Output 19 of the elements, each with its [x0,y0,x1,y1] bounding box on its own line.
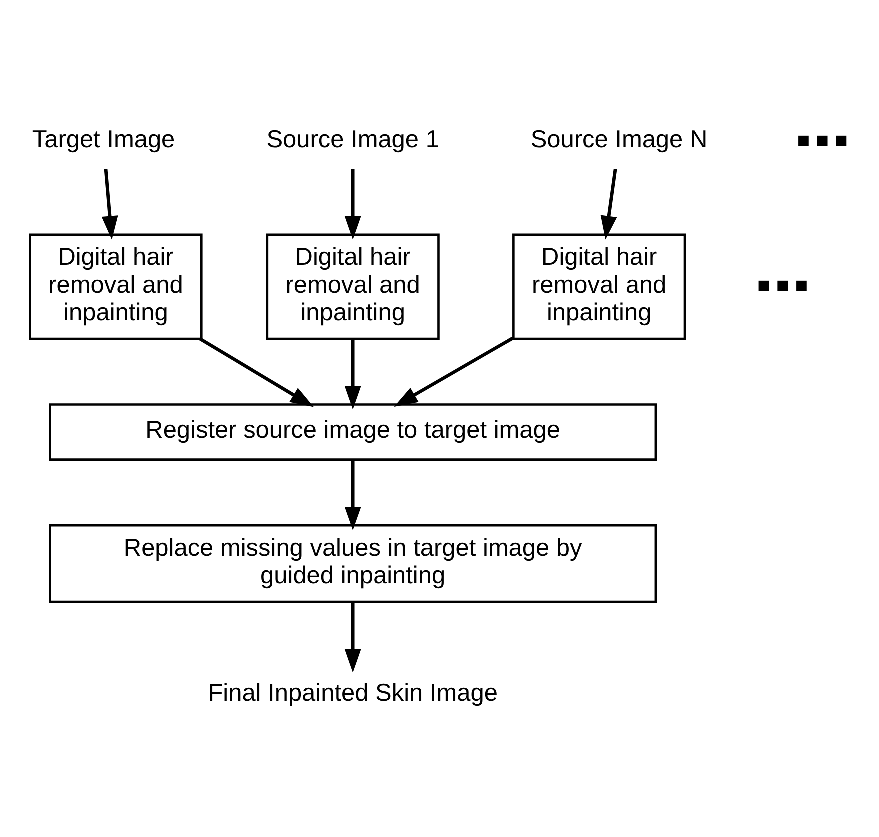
node-box: Replace missing values in target image by guided inpainting [49,524,658,604]
arrow [344,169,362,240]
node-box: Digital hair removal and inpainting [512,234,686,340]
label: ■ ■ ■ [758,274,808,298]
node-text: Source Image 1 [266,126,440,154]
label: ■ ■ ■ [797,128,848,152]
arrow [102,169,118,240]
node-box: Digital hair removal and inpainting [266,234,440,340]
node-text: Source Image N [530,126,708,154]
node-text: Target Image [32,126,176,154]
arrow [600,169,618,240]
node-text: Final Inpainted Skin Image [208,680,498,708]
node-box: Register source image to target image [49,404,658,461]
arrow [344,602,362,673]
arrow [344,460,362,531]
node-box: Digital hair removal and inpainting [29,234,203,340]
arrow [199,338,314,408]
arrow [344,339,362,410]
arrow [394,336,514,407]
